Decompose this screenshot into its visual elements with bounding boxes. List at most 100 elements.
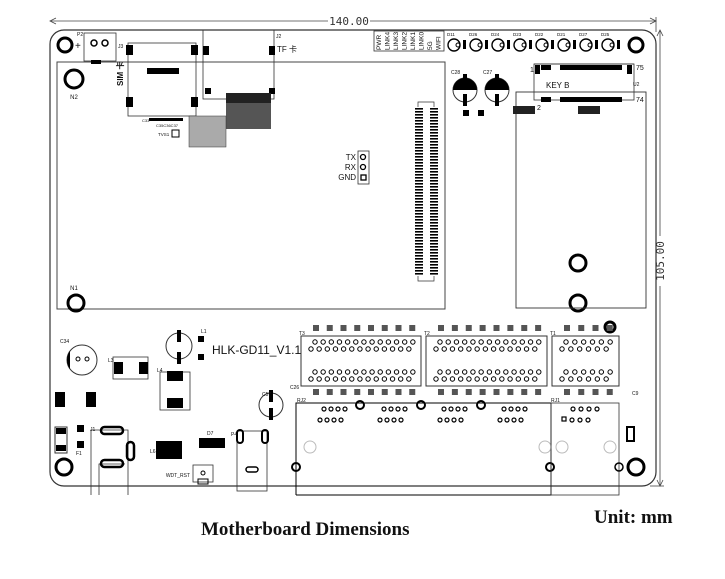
connector-pin [415,138,423,140]
label-c28: C28 [451,70,460,76]
figure-title: Motherboard Dimensions [201,519,410,540]
led-label-block [373,30,445,52]
connector-pin [415,129,423,131]
pin-pad [572,369,578,375]
board-outline [49,29,657,487]
connector-pin [415,198,423,200]
pin-pad [433,346,439,352]
pin-pad [344,369,351,375]
label-c27: C27 [483,70,492,76]
width-dimension-label: 140.00 [329,15,369,28]
pin-pad [328,369,335,375]
connector-pin [430,117,438,119]
pin-pad [373,376,379,382]
lan-transformer: T1 [550,325,620,395]
connector-pin [415,195,423,197]
mount-holes [54,36,646,477]
pin-pad [559,346,565,352]
connector-pin [430,147,438,149]
pin-pad [461,369,468,375]
connector-pin [430,162,438,164]
pin-pad [519,339,526,345]
connector-pin [430,141,438,143]
sim-slot-j3 [126,42,198,117]
pin-pad [361,369,367,375]
label-wdt-rst: WDT_RST [166,473,190,479]
label-p2: P2 [77,32,83,38]
m2-module-outline [515,91,647,309]
connector-pin [430,216,438,218]
label-n2: N2 [70,95,78,101]
connector-pin [415,174,423,176]
connector-pin [415,162,423,164]
led-label: LINK0 [419,32,426,50]
connector-pin [415,258,423,260]
label-c33: C33 [142,118,150,123]
lan-transformer: T3 [299,325,422,395]
pin-pad [568,346,574,352]
m2-pin-1: 1 [530,67,534,74]
connector-pin [415,225,423,227]
transformer-label: T2 [424,331,430,337]
pin-pad [580,339,587,345]
connector-pin [415,108,423,110]
pin-pad [470,339,476,345]
pin-pad [377,369,383,375]
pin-pad [401,369,408,375]
pin-pad [457,346,464,352]
m2-pin-75: 75 [636,65,644,72]
connector-pin [430,240,438,242]
connector-pin [415,156,423,158]
connector-pin [415,243,423,245]
connector-pin [415,249,423,251]
m2-key-label: KEY B [546,81,569,90]
pin-pad [401,339,408,345]
mount-hole [568,293,588,313]
status-led: D11 [447,32,466,52]
pin-pad [527,369,534,375]
connector-pin [430,153,438,155]
connector-pin [415,126,423,128]
pin-pad [369,369,375,375]
pin-pad [598,339,605,345]
pin-pad [365,376,371,382]
pin-pad [406,346,412,352]
label-rj1: RJ1 [551,398,560,404]
pin-pad [486,369,493,375]
status-led: D21 [557,32,576,52]
led-designator: D27 [579,32,588,37]
status-led: D23 [513,32,532,52]
connector-pin [430,222,438,224]
rj45-quad-port [291,400,555,496]
pin-pad [519,369,526,375]
connector-pin [415,273,423,275]
pin-pad [324,376,331,382]
pin-pad [594,346,601,352]
label-c9: C9 [632,391,639,397]
pin-pad [536,369,542,375]
status-led: D26 [469,32,488,52]
pin-pad [457,376,464,382]
pin-pad [316,346,322,352]
pin-pad [568,376,574,382]
board-model-label: HLK-GD11_V1.1 [212,343,301,357]
led-label: WIFI [436,36,443,50]
board-to-board-connector [415,101,438,282]
label-p4: P4 [231,432,237,438]
pin-pad [320,339,326,345]
usb-connector-p4 [236,429,269,492]
status-led: D22 [535,32,554,52]
pin-pad [349,346,355,352]
pin-pad [308,346,314,352]
label-l6: L6 [150,449,156,455]
pin-pad [585,346,592,352]
connector-pin [430,246,438,248]
pin-pad [332,346,339,352]
connector-pin [430,219,438,221]
status-led: D27 [579,32,598,52]
pin-pad [603,376,609,382]
connector-pin [430,132,438,134]
pin-pad [433,376,439,382]
uart-header [357,150,370,185]
pin-pad [340,376,347,382]
